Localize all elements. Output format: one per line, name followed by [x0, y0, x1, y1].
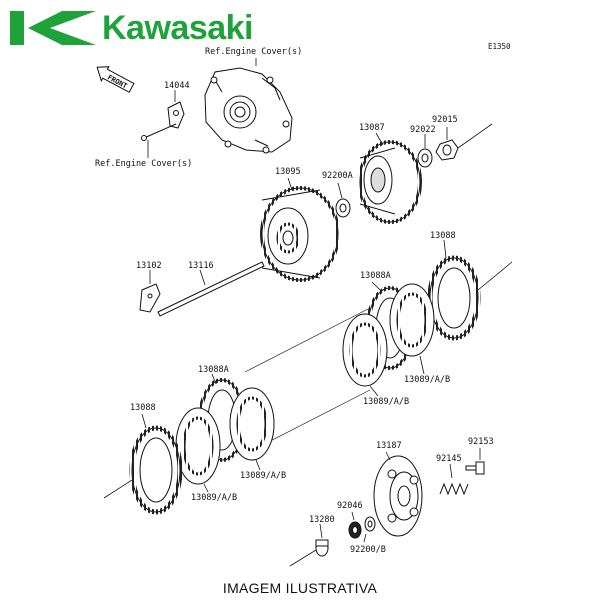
- label-13116: 13116: [188, 261, 214, 271]
- engine-cover: [204, 67, 293, 154]
- label-14044: 14044: [164, 81, 190, 91]
- label-92200B: 92200/B: [350, 545, 386, 555]
- label-13089-2: 13089/A/B: [363, 397, 410, 407]
- label-13102: 13102: [136, 261, 162, 271]
- label-13280: 13280: [309, 515, 335, 525]
- label-13088A-top: 13088A: [360, 271, 391, 281]
- label-13088-top: 13088: [430, 231, 456, 241]
- part-13187: [373, 455, 423, 537]
- label-13089-3: 13089/A/B: [240, 471, 287, 481]
- part-13280: [315, 539, 329, 557]
- part-92015: [435, 139, 459, 161]
- part-92046: [348, 521, 362, 539]
- label-13187: 13187: [376, 441, 402, 451]
- label-13095: 13095: [275, 167, 301, 177]
- label-92153: 92153: [468, 437, 494, 447]
- label-13089-1: 13089/A/B: [404, 375, 451, 385]
- diagram-code: E1350: [488, 42, 511, 51]
- kawasaki-k-emblem-icon: [10, 11, 96, 45]
- part-13116: [157, 261, 265, 317]
- part-14044: [141, 101, 185, 141]
- part-13089-bottom-group: [175, 387, 275, 485]
- label-13088A-mid: 13088A: [198, 365, 229, 375]
- part-92200B: [364, 516, 376, 532]
- part-13088-left: [129, 425, 183, 515]
- label-92022: 92022: [410, 125, 436, 135]
- part-92022: [417, 148, 433, 168]
- illustrative-caption: IMAGEM ILUSTRATIVA: [222, 580, 378, 596]
- label-92046: 92046: [337, 501, 363, 511]
- part-13089-top-group: [342, 283, 435, 387]
- label-92200A: 92200A: [322, 171, 353, 181]
- front-arrow-icon: FRONT: [96, 66, 135, 93]
- part-92200A: [335, 198, 351, 218]
- label-92145: 92145: [436, 454, 462, 464]
- label-92015: 92015: [432, 115, 458, 125]
- label-13088-left: 13088: [130, 403, 156, 413]
- kawasaki-logo: Kawasaki: [10, 8, 254, 48]
- axis-line: [457, 123, 493, 149]
- part-92145: [439, 482, 469, 496]
- brand-name: Kawasaki: [102, 8, 254, 47]
- ref-engine-cover-left: Ref.Engine Cover(s): [95, 159, 193, 169]
- label-13087: 13087: [359, 123, 385, 133]
- label-13089-4: 13089/A/B: [191, 493, 238, 503]
- part-13088-top: [427, 255, 481, 341]
- part-92153: [465, 461, 485, 475]
- part-13095: [260, 186, 340, 282]
- part-13102: [139, 283, 161, 313]
- part-13087: [358, 140, 422, 224]
- ref-engine-cover-top: Ref.Engine Cover(s): [205, 47, 303, 57]
